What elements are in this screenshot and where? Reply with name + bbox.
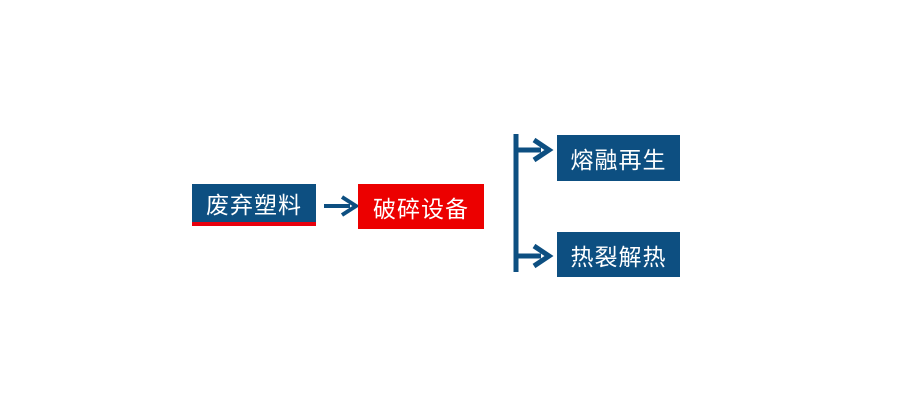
connector-input-to-process [322,190,362,222]
connector-process-split [505,128,561,284]
node-output-melt-regeneration[interactable]: 熔融再生 [557,135,680,181]
node-process-label: 破碎设备 [373,196,469,223]
node-input-waste-plastic[interactable]: 废弃塑料 [192,184,316,226]
split-branch-icon [513,134,554,272]
node-process-crushing-equipment[interactable]: 破碎设备 [358,184,484,229]
arrow-right-icon [324,195,360,217]
node-output-top-label: 熔融再生 [570,148,667,174]
node-input-label: 废弃塑料 [206,193,302,219]
node-output-bottom-label: 热裂解热 [570,244,667,271]
node-output-pyrolysis-heat[interactable]: 热裂解热 [557,232,680,277]
